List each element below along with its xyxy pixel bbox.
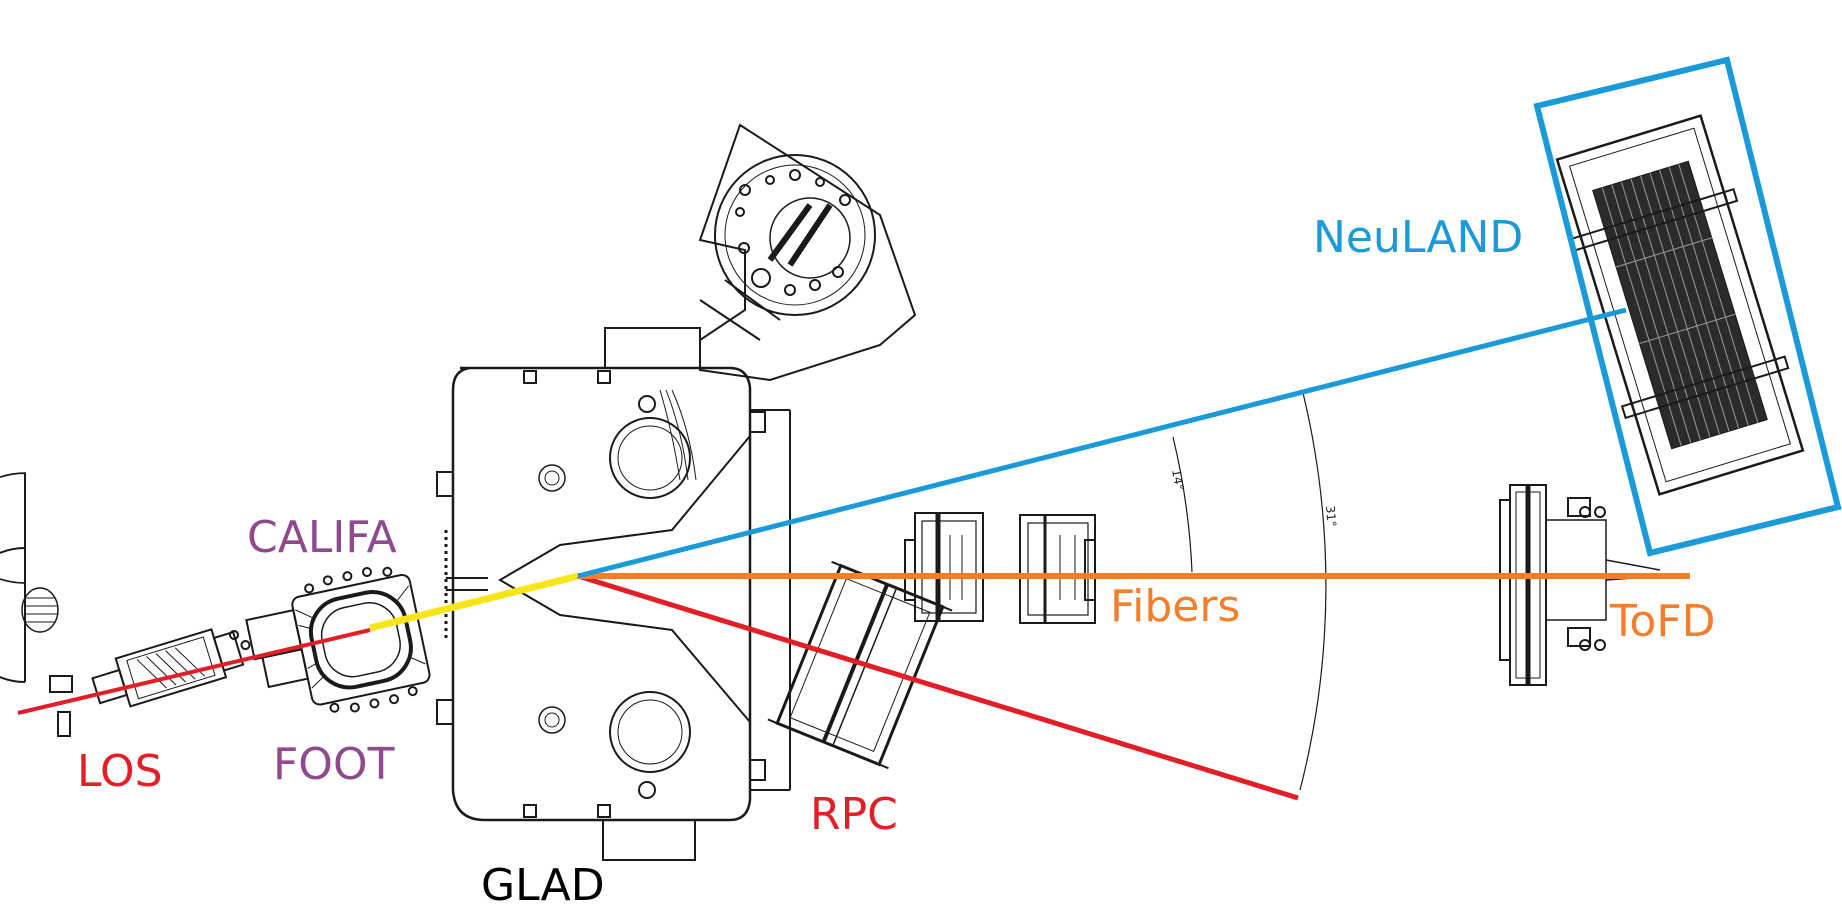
neuland-label: NeuLAND [1313,212,1523,263]
los-beam-track [17,628,371,715]
fiber-detector-drawing-2 [1019,514,1096,624]
outer-angle-value: 31° [1323,505,1339,527]
los-label: LOS [77,746,163,797]
inner-angle-arc [1172,436,1193,573]
outer-angle-arc [1299,392,1327,791]
los-detector-drawing [91,628,251,708]
target-track [369,572,579,632]
technical-drawing [0,114,1805,861]
rpc-track [577,573,1299,801]
glad-magnet-drawing [436,327,791,861]
glad-label: GLAD [481,860,605,910]
neuland-detector-drawing [1555,114,1805,496]
beam-source-drawing [0,472,73,737]
inner-angle-value: 14° [1169,468,1186,491]
califa-label: CALIFA [247,512,397,563]
rpc-label: RPC [810,789,898,840]
fiber-detector-drawing-1 [904,512,984,622]
neuland-outline-box [1533,56,1842,557]
neuland-track [577,307,1627,579]
glad-cryostat-drawing [698,123,917,382]
fibers-label: Fibers [1110,581,1240,632]
tofd-detector-drawing [1499,484,1661,686]
califa-detector-drawing [245,566,431,713]
tofd-label: ToFD [1609,596,1716,647]
foot-label: FOOT [273,739,395,790]
